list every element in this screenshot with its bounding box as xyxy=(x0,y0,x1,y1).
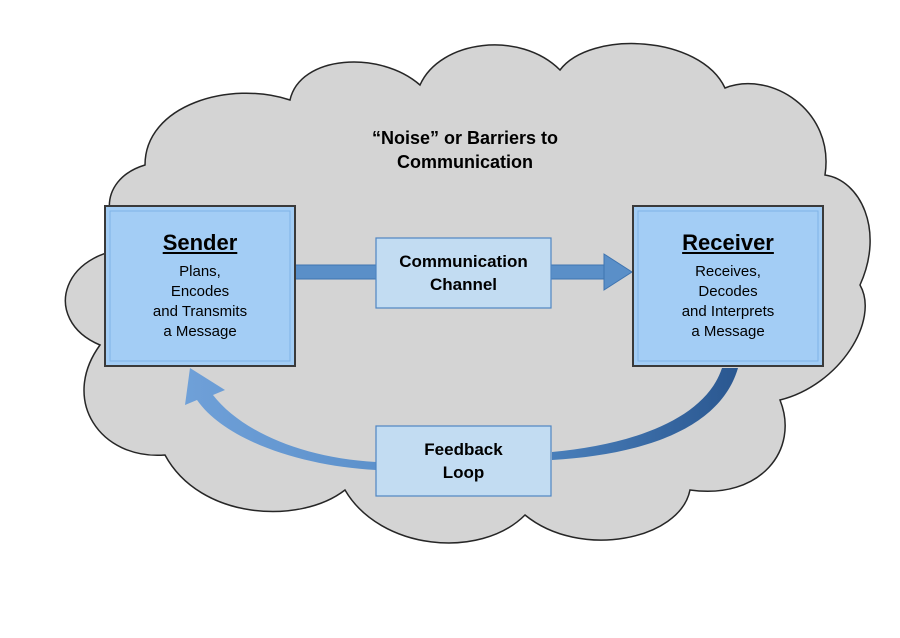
receiver-content: Receiver Receives, Decodes and Interpret… xyxy=(634,230,822,342)
noise-title: “Noise” or Barriers to Communication xyxy=(371,128,559,172)
receiver-description: Receives, Decodes and Interprets a Messa… xyxy=(681,263,775,340)
sender-title: Sender xyxy=(162,230,238,255)
sender-content: Sender Plans, Encodes and Transmits a Me… xyxy=(106,230,294,342)
channel-box xyxy=(375,237,552,309)
sender-box xyxy=(104,205,296,367)
feedback-label: Feedback Loop xyxy=(424,440,503,482)
feedback-box xyxy=(375,425,552,497)
receiver-box xyxy=(632,205,824,367)
receiver-title: Receiver xyxy=(682,230,774,255)
sender-description: Plans, Encodes and Transmits a Message xyxy=(152,263,248,340)
channel-arrow xyxy=(293,253,633,291)
channel-label: Communication Channel xyxy=(399,252,528,294)
